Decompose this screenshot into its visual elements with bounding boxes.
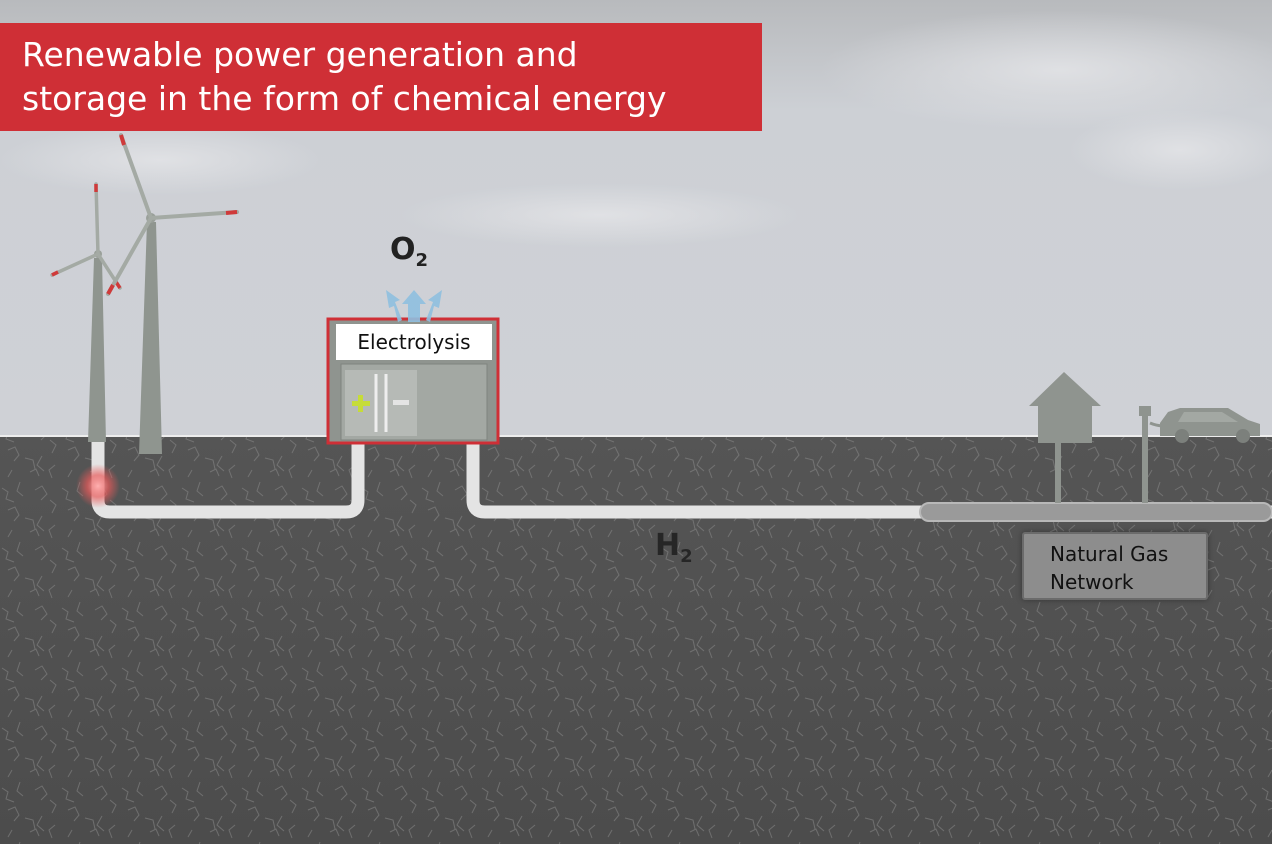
cloud (0, 125, 320, 195)
hydrogen-pipe (466, 440, 1272, 519)
oxygen-symbol: O (390, 232, 416, 267)
hydrogen-label: H2 (655, 528, 693, 567)
arrow-up-icon (386, 290, 442, 322)
cloud (1070, 110, 1272, 190)
gas-network-line-1: Natural Gas (1050, 542, 1169, 566)
title-line-1: Renewable power generation and (22, 35, 578, 74)
hydrogen-subscript: 2 (680, 546, 693, 567)
cloud (400, 183, 800, 247)
gas-network-line-2: Network (1050, 570, 1134, 594)
title-banner: Renewable power generation and storage i… (0, 23, 762, 131)
ground-texture (0, 436, 1272, 844)
title-line-2: storage in the form of chemical energy (22, 79, 667, 118)
house-icon (1029, 372, 1101, 503)
hydrogen-symbol: H (655, 528, 681, 563)
oxygen-label: O2 (390, 232, 428, 271)
electrolysis-label: Electrolysis (336, 324, 492, 360)
gas-network-pipe (919, 502, 1272, 522)
wind-turbine-icon (106, 133, 239, 454)
oxygen-subscript: 2 (415, 250, 429, 271)
car-icon (1160, 408, 1260, 443)
power-glow (76, 464, 120, 508)
cloud (820, 10, 1272, 130)
wind-turbine-icon (50, 182, 122, 442)
gas-network-label: Natural Gas Network (1022, 532, 1208, 600)
